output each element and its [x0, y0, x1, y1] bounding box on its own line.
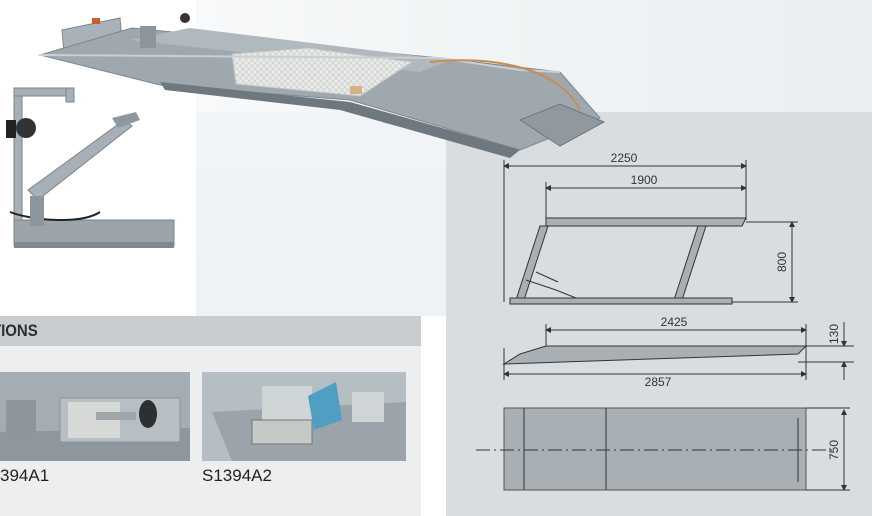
- foot-pump-image: [6, 87, 175, 248]
- option-code-1: 394A1: [0, 466, 50, 485]
- dim-130: 130: [827, 324, 841, 344]
- option-code-2: S1394A2: [202, 466, 272, 485]
- dimension-drawing: 2250 1900 800 2425 2857 130 750: [476, 151, 854, 491]
- dim-2425: 2425: [661, 315, 688, 329]
- background-mid: [196, 112, 446, 316]
- option-photo-2: [202, 372, 406, 461]
- dim-1900: 1900: [631, 173, 658, 187]
- dim-800: 800: [775, 252, 789, 272]
- dim-2250: 2250: [611, 151, 638, 165]
- lift-product-image: [38, 13, 606, 158]
- dim-750: 750: [827, 440, 841, 460]
- option-photo-1: [0, 372, 190, 461]
- options-header: TIONS: [0, 316, 421, 346]
- dim-2857: 2857: [645, 375, 672, 389]
